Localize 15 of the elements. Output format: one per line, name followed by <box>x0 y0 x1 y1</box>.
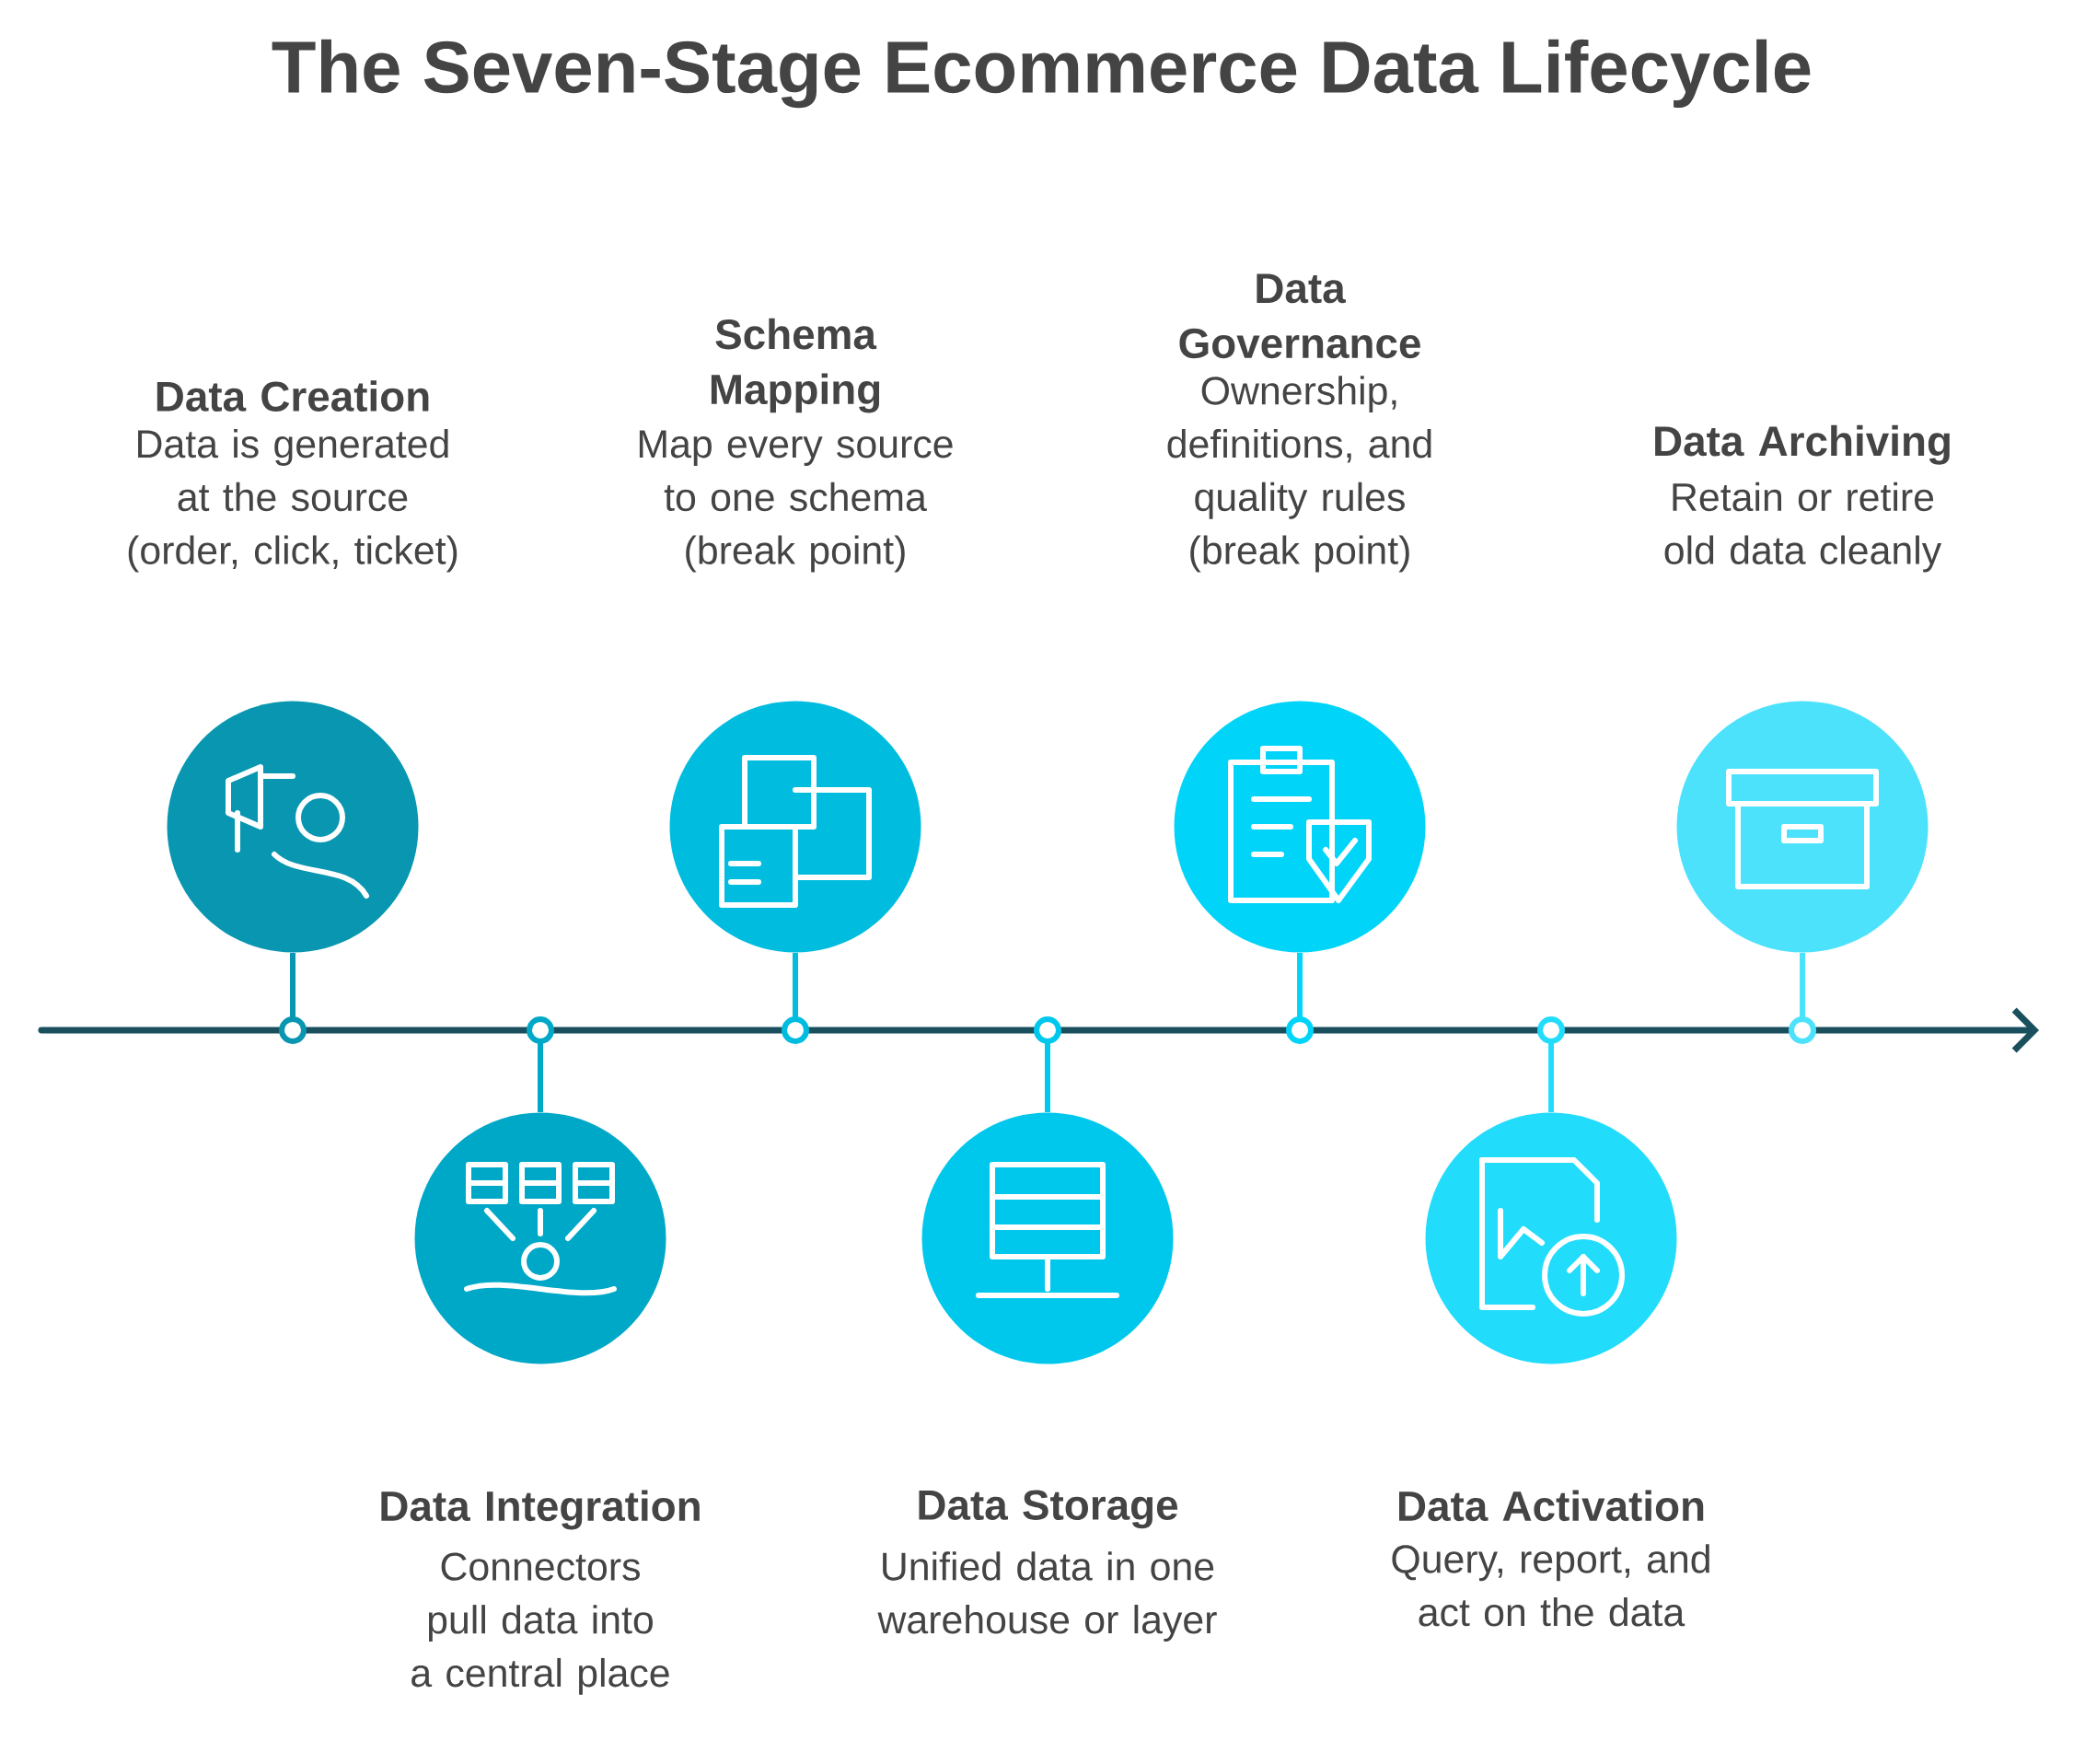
stage-heading: Data Activation <box>1399 1490 1704 1522</box>
stage-description: Unified data in one warehouse or layer <box>877 1551 1217 1642</box>
stage-heading: Data Storage <box>919 1490 1178 1529</box>
stage-heading: Data Archiving <box>1655 424 1950 465</box>
title: The Seven-Stage Ecommerce Data Lifecycle <box>272 39 1811 109</box>
stage-description: Retain or retire old data cleanly <box>1664 482 1942 573</box>
stage-heading: Data Integration <box>381 1490 700 1530</box>
stage-description: Ownership, definitions, and quality rules (break point) <box>1167 376 1431 573</box>
stage-heading: Data Creation <box>156 380 429 412</box>
stage-description: Connectors pull data into a central place <box>411 1552 669 1695</box>
stage-heading: Data Governance <box>1179 273 1420 359</box>
stage-description: Query, report, and act on the data <box>1392 1544 1709 1627</box>
stage-description: Data is generated at the source (order, click, ticket) <box>128 429 458 573</box>
stage-heading: Schema Mapping <box>711 318 880 413</box>
stage-description: Map every source to one schema (break point) <box>639 430 953 573</box>
